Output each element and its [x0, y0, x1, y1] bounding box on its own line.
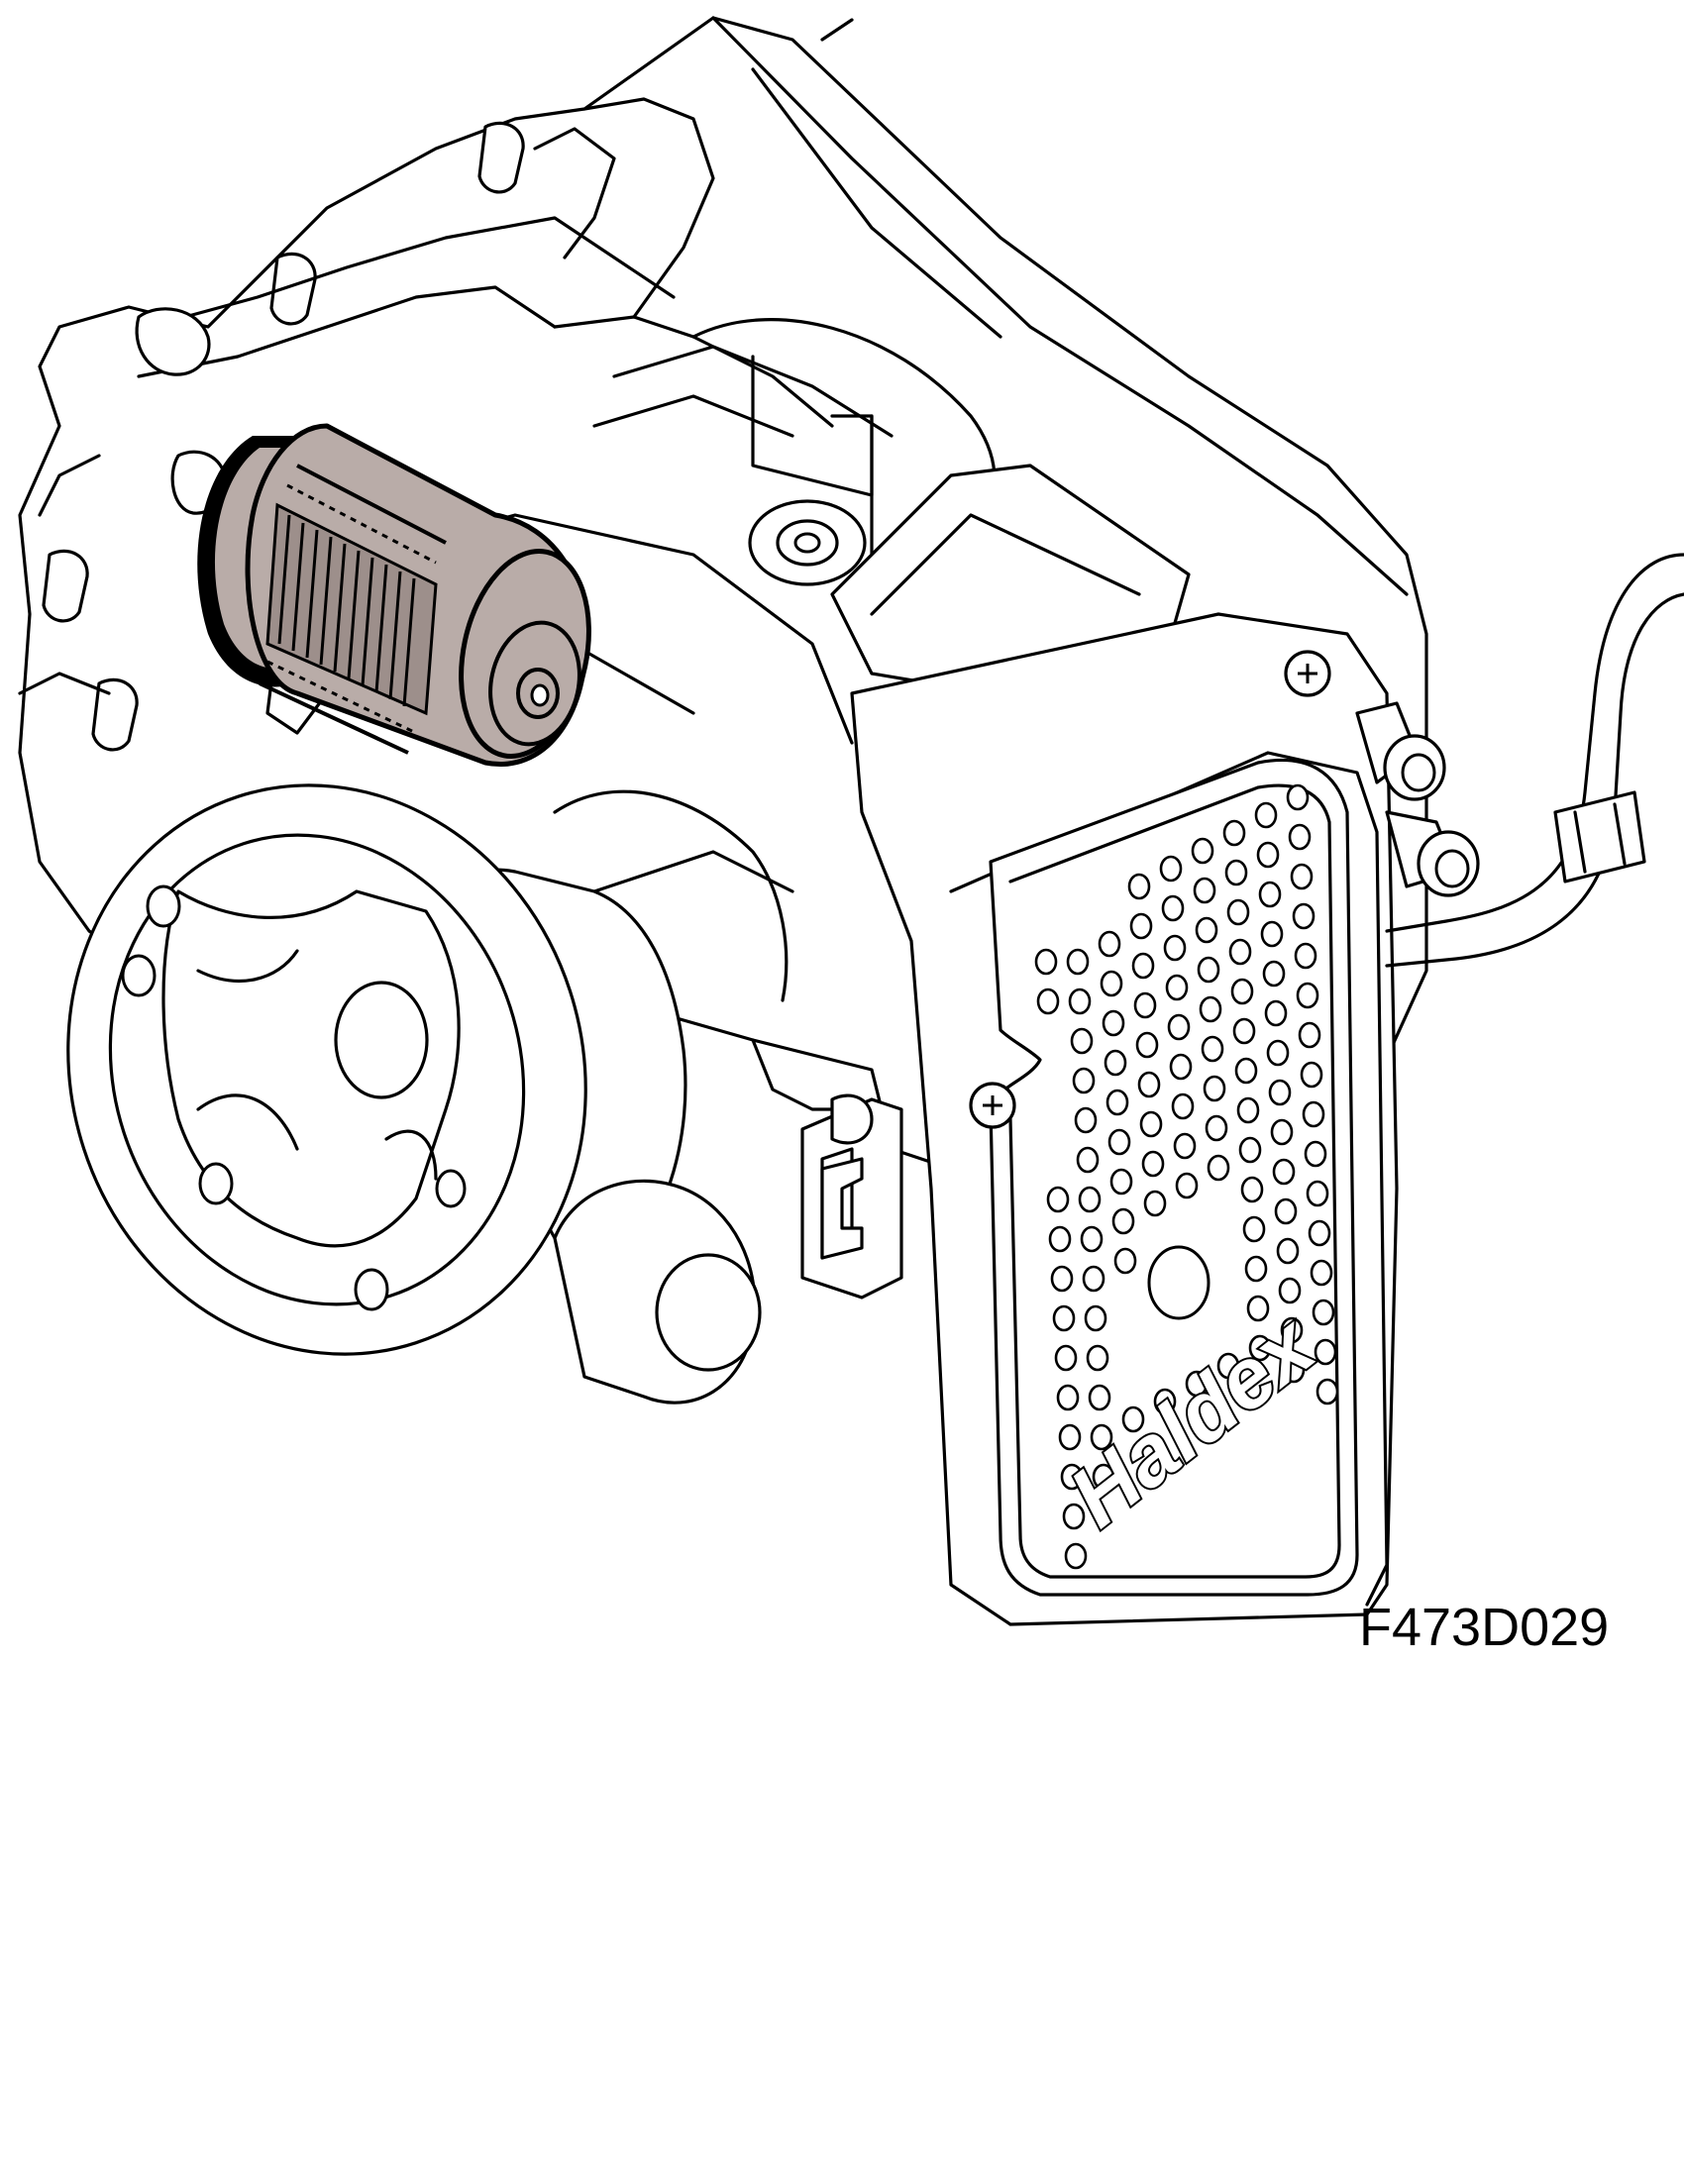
- cover-vent-holes-icon: [1034, 783, 1339, 1570]
- electrical-connector-icon: [800, 1093, 903, 1300]
- clutch-filter-highlight-icon: [197, 423, 591, 767]
- hydraulic-fittings-icon: [1355, 701, 1480, 897]
- wiring-harness-icon: [1385, 553, 1684, 968]
- output-flange-icon: [66, 783, 762, 1404]
- figure-id-label: F473D029: [1359, 1598, 1610, 1657]
- control-unit-cover-icon: Haldex: [850, 612, 1399, 1626]
